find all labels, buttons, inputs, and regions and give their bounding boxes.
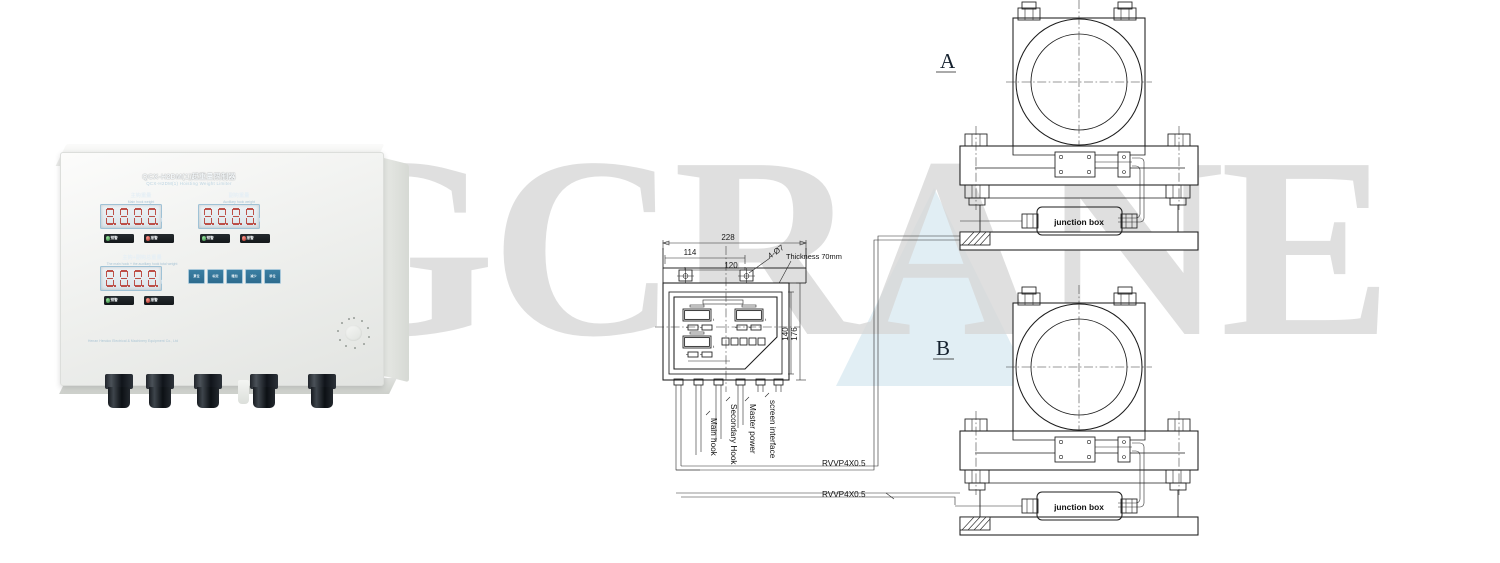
drawing-cable-glands bbox=[673, 378, 784, 392]
view-letter-b: B bbox=[936, 336, 950, 360]
lamp-bulb-icon bbox=[145, 298, 150, 303]
lamp-prealarm-total: 预警 bbox=[104, 296, 134, 305]
dimension-114: 114 bbox=[664, 248, 746, 264]
lamp-label: 报警 bbox=[150, 297, 158, 302]
cable-gland bbox=[105, 374, 133, 412]
seg-digit bbox=[119, 270, 130, 287]
svg-text:t: t bbox=[713, 344, 715, 349]
seg-digit bbox=[147, 208, 158, 225]
cable-gland bbox=[194, 374, 222, 412]
seg-digit bbox=[119, 208, 130, 225]
thickness-note: Thickness 70mm bbox=[786, 252, 842, 261]
sensor-assembly-a: A bbox=[936, 0, 1199, 251]
group-label-total-cn: 主钩+副钩总重量 bbox=[122, 255, 162, 261]
dimension-label-120: 120 bbox=[724, 261, 738, 270]
lamp-bulb-icon bbox=[201, 236, 206, 241]
seg-digit bbox=[147, 270, 158, 287]
lamp-label: 报警 bbox=[150, 235, 158, 240]
lamp-bulb-icon bbox=[105, 236, 110, 241]
key-reset[interactable]: 复位 bbox=[188, 269, 205, 284]
cable-routing: Main hook Secondary Hook Master power sc… bbox=[675, 235, 960, 505]
group-label-main-hook: 主钩重量 Main hook weight bbox=[102, 192, 180, 204]
junction-box-label-a: junction box bbox=[1053, 217, 1104, 227]
cable-gland bbox=[146, 374, 174, 412]
key-confirm[interactable]: 标定 bbox=[207, 269, 224, 284]
group-label-main-hook-en: Main hook weight bbox=[127, 199, 155, 204]
unit-main-hook: t bbox=[161, 218, 163, 224]
speaker-knob bbox=[345, 325, 362, 341]
seg-digit bbox=[245, 208, 256, 225]
enclosure-outline-view: 228 114 120 bbox=[655, 233, 842, 392]
dimension-label-114: 114 bbox=[684, 248, 697, 257]
group-label-aux-hook-en: Auxiliary hook weight bbox=[223, 199, 255, 204]
seg-digit bbox=[105, 208, 116, 225]
dimension-176: 176 bbox=[790, 282, 806, 381]
display-main-hook bbox=[100, 204, 162, 229]
unit-aux-hook: t bbox=[259, 218, 261, 224]
seg-digit bbox=[217, 208, 228, 225]
svg-text:t: t bbox=[713, 317, 715, 322]
lamp-bulb-icon bbox=[241, 236, 246, 241]
group-label-main-hook-cn: 主钩重量 bbox=[130, 193, 152, 199]
sensor-assembly-b: B bbox=[933, 285, 1199, 536]
group-label-aux-hook-cn: 副钩重量 bbox=[228, 193, 250, 199]
seg-digit bbox=[133, 270, 144, 287]
faceplate-subtitle: QCX-H2DM(1) Hoisting Weight Limiter bbox=[146, 181, 232, 186]
cable-spec-upper: RVVP4X0.5 bbox=[822, 459, 866, 468]
key-up[interactable]: 增加 bbox=[226, 269, 243, 284]
dimension-label-176: 176 bbox=[790, 327, 799, 341]
cable-label-screen-interface: screen interface bbox=[768, 400, 777, 459]
key-shift[interactable]: 移位 bbox=[264, 269, 281, 284]
cable-label-main-hook: Main hook bbox=[709, 418, 718, 457]
speaker-grill-icon bbox=[336, 316, 372, 350]
seg-digit bbox=[203, 208, 214, 225]
dimension-120: 120 bbox=[684, 261, 746, 276]
cable-spec-lower: RVVP4X0.5 bbox=[822, 490, 866, 499]
cable-label-master-power: Master power bbox=[748, 404, 757, 454]
group-label-aux-hook: 副钩重量 Auxiliary hook weight bbox=[200, 192, 278, 204]
lamp-alarm-aux: 报警 bbox=[240, 234, 270, 243]
cable-label-secondary-hook: Secondary Hook bbox=[729, 404, 738, 465]
dimension-140: 140 bbox=[781, 291, 794, 375]
cable-gland bbox=[308, 374, 336, 412]
unit-total: t bbox=[161, 280, 163, 286]
dimension-label-140: 140 bbox=[781, 327, 790, 341]
lamp-label: 预警 bbox=[206, 235, 214, 240]
key-down[interactable]: 减少 bbox=[245, 269, 262, 284]
dimension-label-228: 228 bbox=[721, 233, 735, 242]
lamp-label: 预警 bbox=[110, 297, 118, 302]
control-faceplate: QCX-H2DM(1)起重量限制器 QCX-H2DM(1) Hoisting W… bbox=[78, 166, 300, 348]
cable-gland bbox=[250, 374, 278, 412]
product-photo: QCX-H2DM(1)起重量限制器 QCX-H2DM(1) Hoisting W… bbox=[55, 138, 415, 428]
seg-digit bbox=[133, 208, 144, 225]
lamp-label: 报警 bbox=[246, 235, 254, 240]
seg-digit bbox=[105, 270, 116, 287]
group-label-total: 主钩+副钩总重量 The main hook + the auxiliary h… bbox=[94, 254, 190, 266]
faceplate-company-text: Henan Hendoc Electrical & Machinery Equi… bbox=[88, 339, 179, 343]
lamp-bulb-icon bbox=[105, 298, 110, 303]
group-label-total-en: The main hook + the auxiliary hook total… bbox=[106, 261, 178, 266]
lamp-alarm-main: 报警 bbox=[144, 234, 174, 243]
lamp-label: 预警 bbox=[110, 235, 118, 240]
faceplate-title: QCX-H2DM(1)起重量限制器 bbox=[142, 172, 236, 181]
seg-digit bbox=[231, 208, 242, 225]
gland-spacer bbox=[238, 380, 249, 404]
display-aux-hook bbox=[198, 204, 260, 229]
lamp-prealarm-main: 预警 bbox=[104, 234, 134, 243]
lamp-bulb-icon bbox=[145, 236, 150, 241]
lamp-prealarm-aux: 预警 bbox=[200, 234, 230, 243]
junction-box-label-b: junction box bbox=[1053, 502, 1104, 512]
hole-callout-4-phi7: 4-Ø7 bbox=[766, 243, 786, 261]
view-letter-a: A bbox=[940, 49, 956, 73]
svg-text:t: t bbox=[765, 317, 767, 322]
display-total bbox=[100, 266, 162, 291]
lamp-alarm-total: 报警 bbox=[144, 296, 174, 305]
